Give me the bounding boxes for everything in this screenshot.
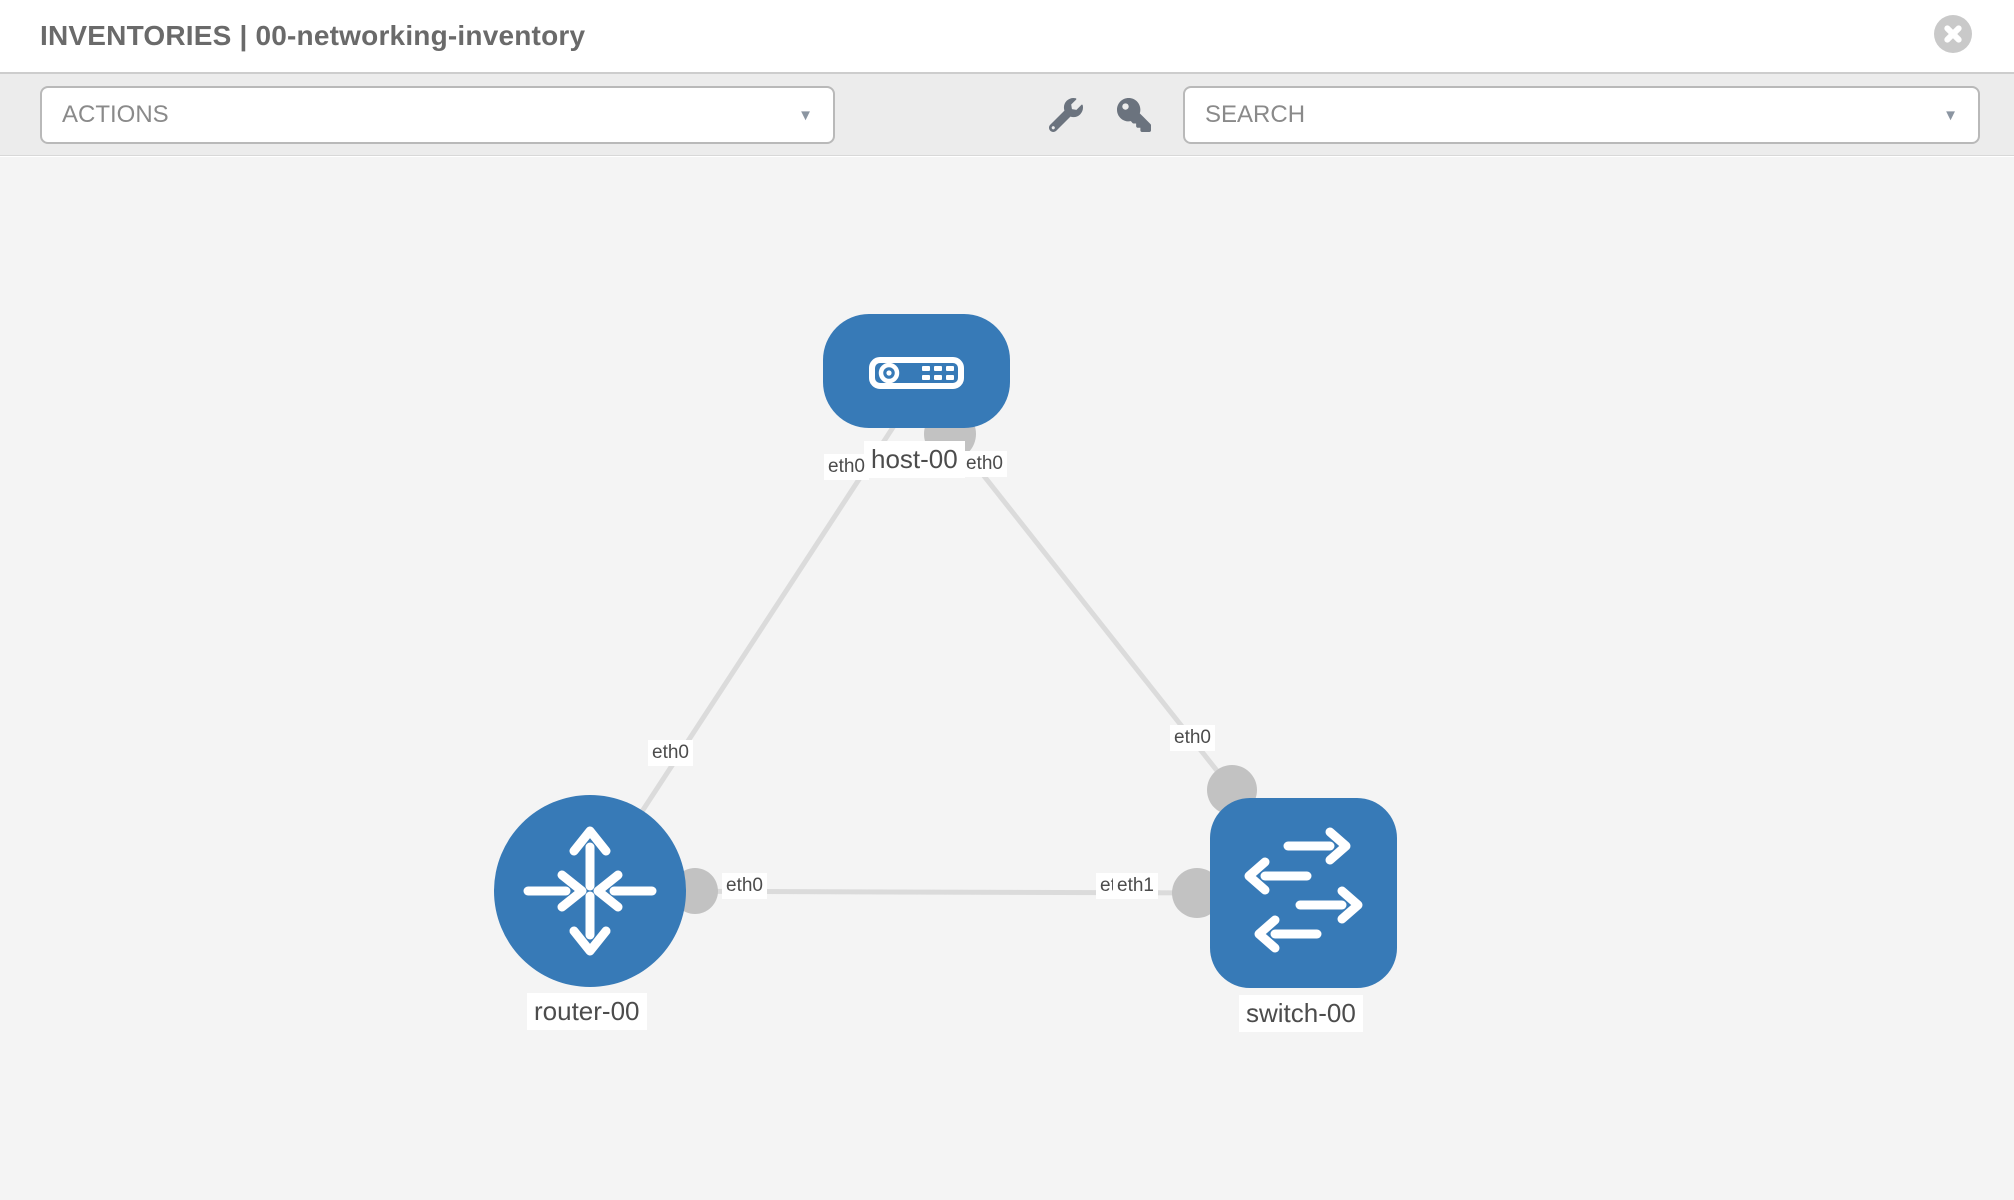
interface-label: eth0 <box>824 454 869 480</box>
node-label-switch: switch-00 <box>1239 995 1363 1032</box>
actions-dropdown[interactable]: ACTIONS ▼ <box>40 86 835 144</box>
toolbar: ACTIONS ▼ SEARCH ▼ <box>0 72 2014 156</box>
actions-dropdown-label: ACTIONS <box>62 101 169 128</box>
configure-button[interactable] <box>1045 94 1087 136</box>
interface-label: eth0 <box>962 451 1007 477</box>
interface-label: eth0 <box>1170 725 1215 751</box>
node-label-host: host-00 <box>864 441 965 478</box>
key-icon <box>1117 98 1151 132</box>
switch-icon <box>1244 827 1363 953</box>
node-switch-00[interactable] <box>1210 798 1397 988</box>
topology-canvas[interactable]: host-00 router-00 switch-00 eth0 eth0 et… <box>0 157 2014 1200</box>
router-icon <box>523 826 657 956</box>
chevron-down-icon: ▼ <box>798 106 813 124</box>
search-dropdown[interactable]: SEARCH ▼ <box>1183 86 1980 144</box>
chevron-down-icon: ▼ <box>1943 106 1958 124</box>
page-title: INVENTORIES | 00-networking-inventory <box>40 20 586 51</box>
interface-label: eth0 <box>722 873 767 899</box>
interface-dot-switch-eth1[interactable] <box>1172 868 1222 918</box>
wrench-icon <box>1049 98 1083 132</box>
host-icon <box>869 357 964 389</box>
header-bar: INVENTORIES | 00-networking-inventory <box>0 0 2014 72</box>
interface-label: eth0 <box>648 740 693 766</box>
node-host-00[interactable] <box>823 314 1010 428</box>
key-button[interactable] <box>1113 94 1155 136</box>
node-router-00[interactable] <box>494 795 686 987</box>
interface-label: eth1 <box>1113 873 1158 899</box>
node-label-router: router-00 <box>527 993 647 1030</box>
close-icon[interactable] <box>1934 15 1972 53</box>
search-dropdown-label: SEARCH <box>1205 101 1306 128</box>
